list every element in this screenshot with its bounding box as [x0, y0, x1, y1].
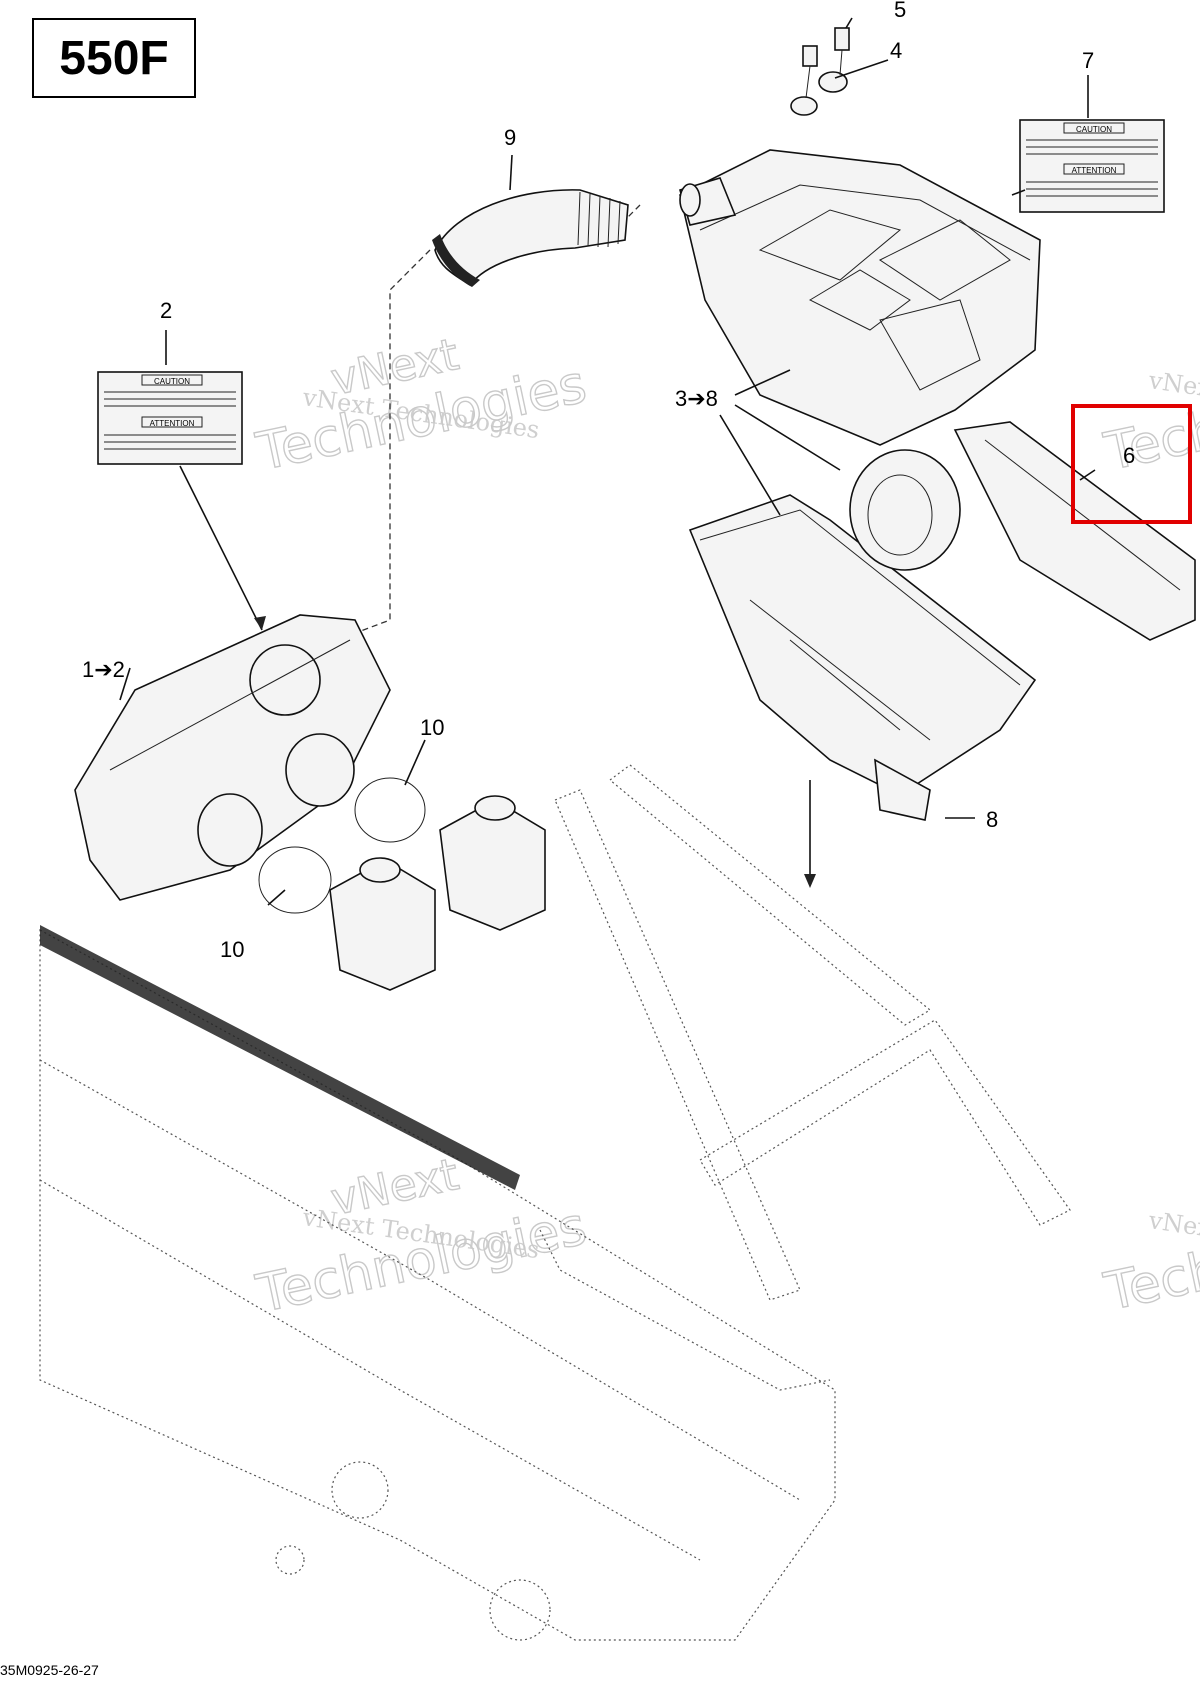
callout-1-2: 1➔2 [82, 657, 125, 682]
decal-heading: CAUTION [1076, 125, 1112, 134]
callout-10-upper: 10 [420, 715, 444, 740]
fitting-parts [790, 27, 850, 116]
callout-9: 9 [504, 125, 516, 150]
callout-10-lower: 10 [220, 937, 244, 962]
decal-7: CAUTION ATTENTION [1019, 119, 1165, 213]
decal-heading: ATTENTION [150, 419, 195, 428]
callout-numbers: 1➔2 2 3➔8 4 5 6 7 8 9 10 10 [82, 0, 1135, 962]
callout-8: 8 [986, 807, 998, 832]
callout-3-8: 3➔8 [675, 386, 718, 411]
callout-7: 7 [1082, 48, 1094, 73]
callout-4: 4 [890, 38, 902, 63]
drawing-code: 35M0925-26-27 [0, 1662, 99, 1678]
carburetors [329, 795, 546, 991]
upper-air-silencer [679, 149, 1041, 446]
decal-heading: ATTENTION [1072, 166, 1117, 175]
model-label: 550F [32, 18, 196, 98]
clamps [258, 777, 426, 914]
arrow-heads [254, 616, 816, 888]
left-silencer [74, 614, 391, 901]
intake-hose [432, 189, 629, 287]
watermark-group-2: vNext vNext Technologies Technologies [251, 1148, 593, 1325]
callout-2: 2 [160, 298, 172, 323]
part-6-cover [953, 421, 1196, 641]
watermark-large: Technologies [251, 1197, 591, 1325]
leader-lines [119, 17, 1096, 906]
highlight-box [1071, 404, 1192, 524]
watermark-group-1: vNext vNext Technologies Technologies [251, 328, 593, 483]
chassis-frame [39, 764, 1071, 1641]
decal-2: CAUTION ATTENTION [97, 371, 243, 465]
air-inlet-duct [849, 449, 961, 571]
callout-6: 6 [1123, 443, 1135, 468]
callout-5: 5 [894, 0, 906, 22]
hose-route-line [309, 249, 431, 651]
decal-heading: CAUTION [154, 377, 190, 386]
lower-air-box [688, 449, 1037, 821]
